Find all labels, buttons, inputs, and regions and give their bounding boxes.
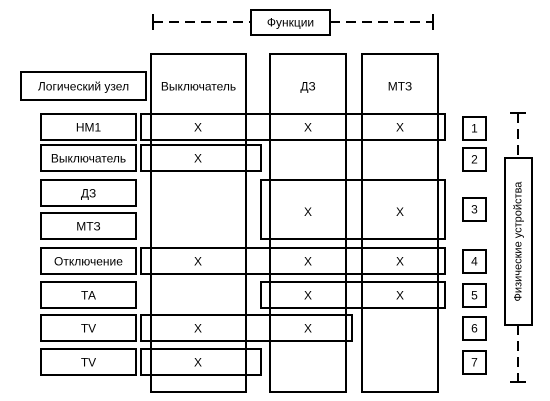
device-group-1 xyxy=(140,113,446,141)
device-group-6 xyxy=(140,314,353,342)
mark-tv1-breaker: X xyxy=(194,322,202,336)
device-number-7: 7 xyxy=(471,356,478,370)
node-box-breaker xyxy=(40,144,137,172)
device-number-box-4 xyxy=(462,249,487,274)
mark-trip-mtz: X xyxy=(396,255,404,269)
node-box-ta xyxy=(40,281,137,309)
device-group-4 xyxy=(140,247,446,275)
node-box-mtz xyxy=(40,212,137,240)
column-mtz xyxy=(361,53,439,393)
node-label-trip: Отключение xyxy=(54,255,123,269)
device-number-box-7 xyxy=(462,350,487,375)
mark-dzmtz-dz: X xyxy=(304,205,312,219)
node-box-nm1 xyxy=(40,113,137,141)
device-number-2: 2 xyxy=(471,153,478,167)
mark-trip-breaker: X xyxy=(194,255,202,269)
mark-nm1-mtz: X xyxy=(396,121,404,135)
node-label-ta: ТА xyxy=(81,289,96,303)
device-number-1: 1 xyxy=(471,122,478,136)
node-box-dz xyxy=(40,179,137,207)
device-number-box-2 xyxy=(462,147,487,172)
device-group-3 xyxy=(260,179,446,240)
physical-bracket xyxy=(510,112,526,383)
header-box xyxy=(20,71,147,101)
node-box-tv-1 xyxy=(40,314,137,342)
physical-label-box xyxy=(504,157,533,326)
mark-breaker-breaker: X xyxy=(194,152,202,166)
header-label: Логический узел xyxy=(38,80,129,94)
mark-tv1-dz: X xyxy=(304,322,312,336)
node-label-breaker: Выключатель xyxy=(51,152,126,166)
node-label-tv-2: TV xyxy=(81,356,96,370)
functions-label-box xyxy=(250,9,331,36)
column-label-dz: ДЗ xyxy=(300,80,315,94)
device-group-2 xyxy=(140,144,262,172)
mark-tv2-breaker: X xyxy=(194,356,202,370)
physical-label: Физические устройства xyxy=(512,181,524,302)
node-box-trip xyxy=(40,247,137,275)
node-label-mtz: МТЗ xyxy=(76,220,100,234)
mark-dzmtz-mtz: X xyxy=(396,205,404,219)
device-number-5: 5 xyxy=(471,289,478,303)
node-label-dz: ДЗ xyxy=(81,187,96,201)
device-number-box-3 xyxy=(462,197,487,222)
mark-nm1-breaker: X xyxy=(194,121,202,135)
device-number-box-1 xyxy=(462,116,487,141)
functions-label: Функции xyxy=(267,16,314,30)
column-label-mtz: МТЗ xyxy=(388,80,412,94)
column-label-breaker: Выключатель xyxy=(161,80,236,94)
mark-ta-dz: X xyxy=(304,289,312,303)
device-number-box-5 xyxy=(462,283,487,308)
mark-nm1-dz: X xyxy=(304,121,312,135)
mark-ta-mtz: X xyxy=(396,289,404,303)
device-number-6: 6 xyxy=(471,322,478,336)
functions-bracket xyxy=(152,14,434,30)
mark-trip-dz: X xyxy=(304,255,312,269)
device-number-3: 3 xyxy=(471,203,478,217)
node-box-tv-2 xyxy=(40,348,137,376)
column-breaker xyxy=(150,53,247,393)
column-dz xyxy=(269,53,347,393)
device-number-box-6 xyxy=(462,316,487,341)
device-group-5 xyxy=(260,281,446,309)
device-number-4: 4 xyxy=(471,255,478,269)
node-label-nm1: НМ1 xyxy=(76,121,102,135)
node-label-tv-1: TV xyxy=(81,322,96,336)
device-group-7 xyxy=(140,348,262,376)
